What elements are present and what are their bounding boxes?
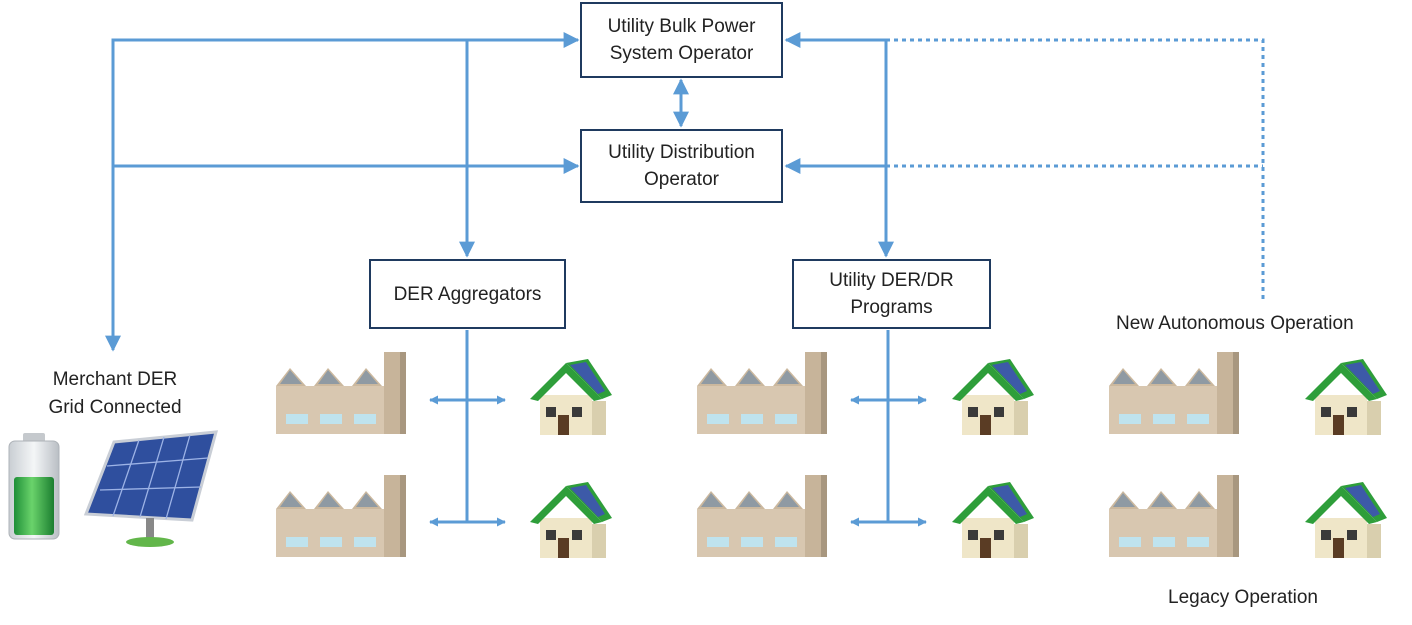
der-dr-programs-box: Utility DER/DR Programs [792, 259, 991, 329]
battery-icon [8, 433, 60, 540]
solar-house-icon [952, 482, 1034, 558]
bulk-power-operator-box: Utility Bulk Power System Operator [580, 2, 783, 78]
distribution-operator-box: Utility Distribution Operator [580, 129, 783, 203]
factory-icon [1109, 352, 1239, 434]
factory-icon [1109, 475, 1239, 557]
solar-house-icon [1305, 359, 1387, 435]
solar-house-icon [952, 359, 1034, 435]
factory-icon [697, 475, 827, 557]
connector-autonomous-to-bulk [886, 38, 1265, 300]
solar-house-icon [530, 482, 612, 558]
factory-icon [697, 352, 827, 434]
solar-house-icon [1305, 482, 1387, 558]
connector-merchant-to-bulk [105, 32, 580, 352]
new-autonomous-operation-label: New Autonomous Operation [1116, 313, 1354, 334]
solar-panel-icon [84, 430, 219, 547]
legacy-operation-label: Legacy Operation [1168, 587, 1318, 608]
der-aggregators-box: DER Aggregators [369, 259, 566, 329]
factory-icon [276, 475, 406, 557]
solar-house-icon [530, 359, 612, 435]
merchant-der-label: Merchant DER Grid Connected [48, 369, 182, 418]
factory-icon [276, 352, 406, 434]
